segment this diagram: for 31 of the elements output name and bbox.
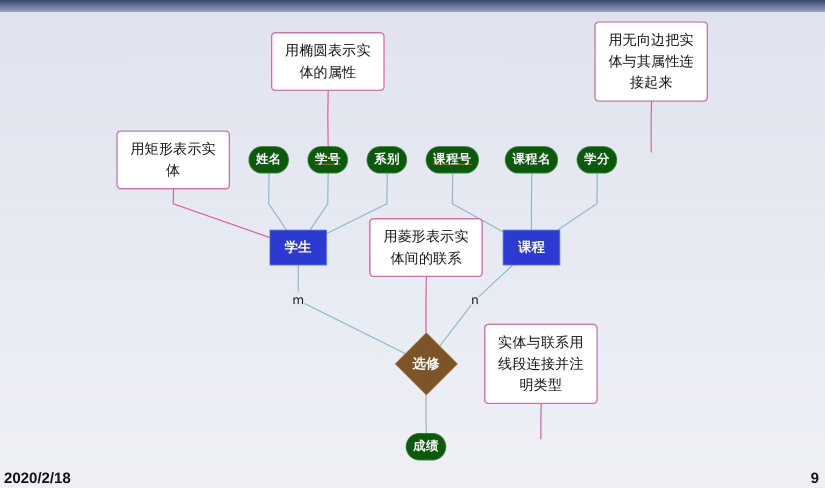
attribute-ellipse: 姓名 [248,146,290,174]
connector-line [426,395,428,434]
attribute-ellipse: 系别 [367,146,408,174]
leader-line [540,404,542,440]
connector-line [452,174,504,232]
leader-line [426,276,428,333]
entity-rectangle: 学生 [270,230,328,266]
connector-line [310,174,330,230]
leader-line [650,101,652,152]
callout-bubble: 用无向边把实体与其属性连接起来 [594,21,708,102]
leader-line [172,189,270,238]
connector-line [439,264,514,347]
attribute-ellipse: 课程号 [426,146,480,174]
connector-line [268,174,288,230]
attribute-ellipse: 课程名 [505,146,558,174]
leader-line [328,90,330,147]
callout-bubble: 实体与联系用线段连接并注明类型 [484,324,598,404]
callout-bubble: 用矩形表示实体 [116,130,230,190]
page-number: 9 [810,470,820,488]
callout-bubble: 用菱形表示实体间的联系 [370,218,484,277]
entity-rectangle: 课程 [502,230,561,266]
attribute-ellipse: 学号 [308,146,348,174]
connector-line [531,174,533,230]
relationship-diamond: 选修 [395,332,458,396]
attribute-ellipse: 学分 [577,146,618,174]
date-text: 2020/2/18 [3,470,72,488]
connector-line [326,174,388,234]
callout-bubble: 用椭圆表示实体的属性 [271,32,385,91]
attribute-ellipse: 成绩 [406,433,446,460]
connector-line [298,265,406,354]
connector-line [558,174,598,230]
